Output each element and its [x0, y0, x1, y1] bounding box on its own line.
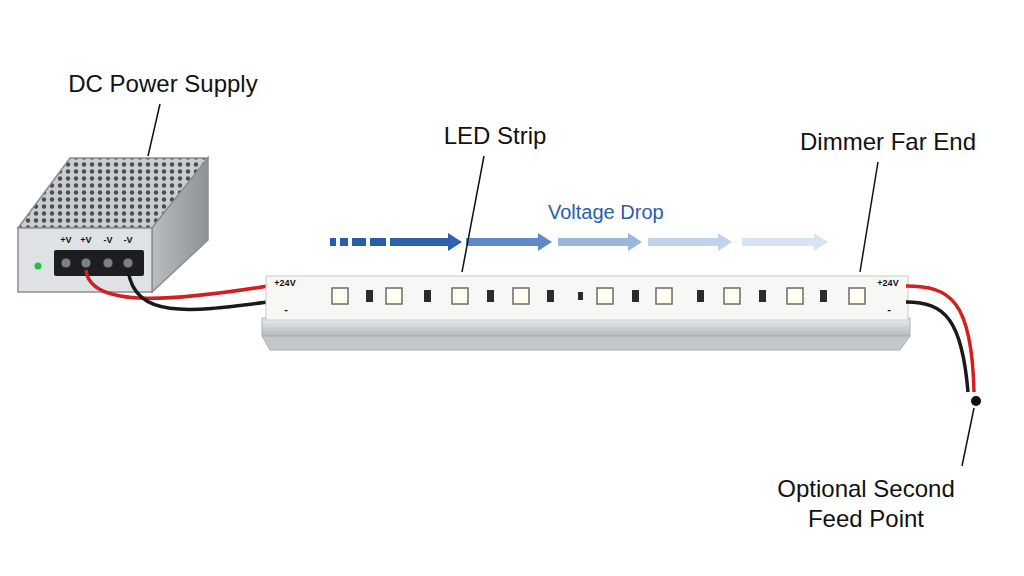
- drawing-part: [61, 258, 71, 268]
- red-wire: [86, 270, 268, 298]
- terminal-screws: [61, 258, 133, 268]
- resistors: [366, 290, 827, 302]
- drawing-part: [103, 258, 113, 268]
- drawing-part: [849, 288, 865, 304]
- drawing-part: [386, 288, 402, 304]
- drawing-part: [262, 318, 910, 336]
- drawing-part: [724, 288, 740, 304]
- power-supply-box: [18, 158, 208, 292]
- drawing-part: [366, 290, 373, 302]
- drawing-part: [370, 238, 386, 246]
- pad-label: -: [887, 303, 891, 316]
- component-label: LED Strip: [444, 122, 547, 151]
- led-strip-pcb: [266, 276, 908, 320]
- drawing-part: [487, 290, 494, 302]
- drawing-part: [656, 288, 672, 304]
- black-wire: [906, 302, 968, 392]
- component-label: DC Power Supply: [68, 70, 257, 99]
- black-wire: [128, 270, 268, 309]
- drawing-part: [424, 290, 431, 302]
- drawing-part: [330, 238, 336, 246]
- drawing-part: [547, 290, 554, 302]
- drawing-part: [332, 288, 348, 304]
- drawing-part: [81, 258, 91, 268]
- drawing-part: [759, 290, 766, 302]
- drawing-part: [123, 258, 133, 268]
- drawing-part: [787, 288, 803, 304]
- drawing-part: [352, 238, 366, 246]
- drawing-part: [513, 288, 529, 304]
- terminal-label: +V: [60, 235, 71, 246]
- drawing-part: [558, 233, 642, 251]
- leader-lines: [148, 104, 974, 466]
- drawing-part: [390, 233, 462, 251]
- annotation-label: Voltage Drop: [548, 200, 664, 224]
- pad-label: +24V: [274, 278, 295, 289]
- drawing-part: [820, 290, 827, 302]
- pad-label: -: [284, 303, 288, 316]
- feed-point-dot: [971, 396, 981, 406]
- drawing-part: [597, 288, 613, 304]
- terminal-label: -V: [104, 235, 113, 246]
- drawing-part: [860, 162, 878, 272]
- drawing-part: [340, 238, 348, 246]
- terminal-label: -V: [124, 235, 133, 246]
- drawing-part: [742, 233, 828, 251]
- component-label: Optional Second Feed Point: [751, 474, 981, 534]
- drawing-part: [697, 290, 704, 302]
- status-led: [35, 263, 42, 270]
- drawing-part: [262, 336, 910, 350]
- drawing-part: [632, 290, 639, 302]
- red-wire: [906, 286, 974, 392]
- drawing-part: [148, 104, 160, 156]
- psu-side: [152, 158, 208, 292]
- pad-label: +24V: [877, 278, 898, 289]
- component-label: Dimmer Far End: [800, 128, 976, 157]
- drawing-part: [452, 288, 468, 304]
- drawing-part: [962, 408, 974, 466]
- voltage-drop-arrows: [330, 233, 828, 251]
- drawing-part: [462, 156, 484, 272]
- terminal-block: [54, 250, 144, 276]
- drawing-part: [648, 233, 732, 251]
- drawing-part: [466, 233, 552, 251]
- drawing-part: [578, 292, 583, 300]
- terminal-label: +V: [80, 235, 91, 246]
- aluminium-channel: [262, 318, 910, 350]
- led-chips: [332, 288, 865, 304]
